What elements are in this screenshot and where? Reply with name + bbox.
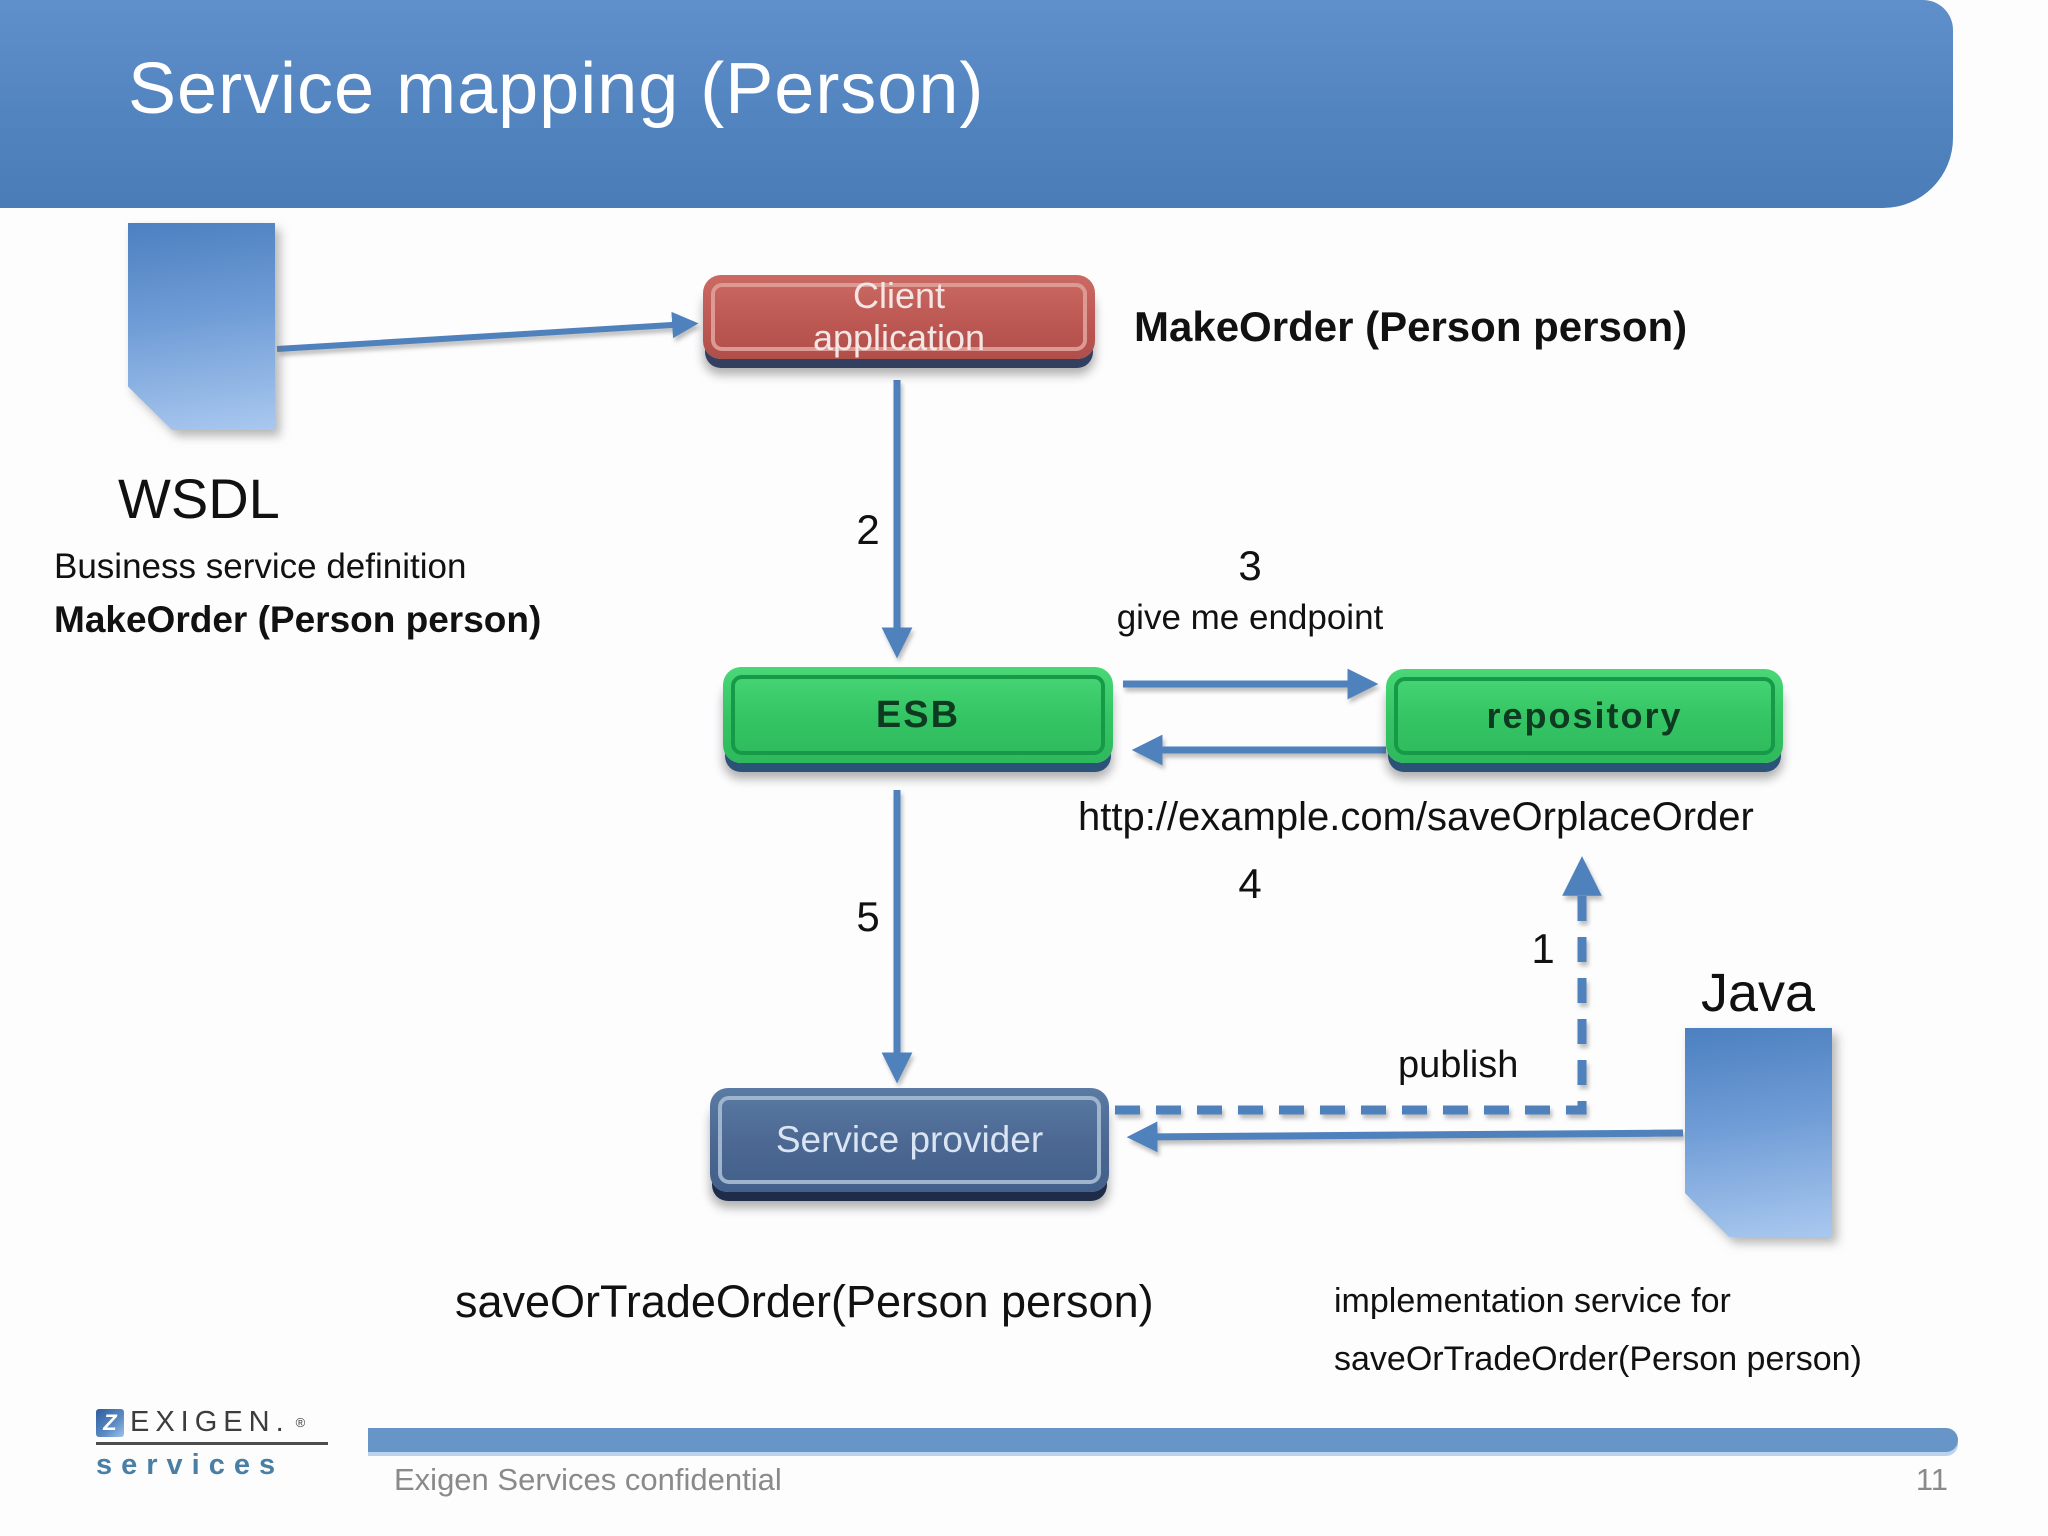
publish-label: publish: [1398, 1044, 1519, 1086]
header-banner: [0, 0, 1953, 208]
client-application-box: Client application: [703, 275, 1095, 359]
document-icon: [128, 223, 275, 430]
document-icon: [1685, 1028, 1832, 1237]
logo-divider-rule: [96, 1442, 328, 1445]
service-provider-label: Service provider: [775, 1119, 1044, 1160]
step-3-label: 3: [1238, 542, 1262, 589]
client-application-label: Client application: [812, 275, 986, 358]
client-operation-annotation: MakeOrder (Person person): [1134, 303, 1688, 350]
repository-box: repository: [1386, 669, 1783, 763]
logo-top-row: Z EXIGEN. ®: [96, 1406, 336, 1439]
exigen-logo-icon: Z: [96, 1408, 124, 1437]
wsdl-description: Business service definition: [54, 547, 467, 586]
step-2-label: 2: [856, 506, 880, 553]
save-or-trade-label: saveOrTradeOrder(Person person): [455, 1276, 1154, 1327]
logo-company-name: EXIGEN.: [130, 1406, 290, 1438]
exigen-services-logo: Z EXIGEN. ® services: [96, 1406, 336, 1482]
arrow-wsdl-to-client: [276, 311, 699, 352]
esb-box: ESB: [723, 667, 1113, 763]
wsdl-operation: MakeOrder (Person person): [54, 599, 542, 640]
registered-trademark-mark: ®: [295, 1415, 306, 1430]
give-me-endpoint-label: give me endpoint: [1116, 598, 1384, 637]
step-1-label: 1: [1531, 925, 1555, 972]
step-5-label: 5: [856, 893, 880, 940]
confidential-note: Exigen Services confidential: [394, 1462, 782, 1497]
java-label: Java: [1700, 963, 1816, 1023]
footer-bar: [368, 1428, 1958, 1452]
endpoint-url-label: http://example.com/saveOrplaceOrder: [1078, 795, 1754, 839]
esb-label: ESB: [875, 693, 961, 736]
java-document-icon: [1685, 1028, 1832, 1237]
step-4-label: 4: [1238, 860, 1262, 907]
implementation-note-line1: implementation service for: [1334, 1282, 1731, 1320]
repository-label: repository: [1486, 695, 1683, 736]
arrow-java-to-provider: [1126, 1121, 1684, 1153]
wsdl-document-icon: [128, 223, 275, 430]
implementation-note-line2: saveOrTradeOrder(Person person): [1334, 1340, 1862, 1378]
page-number: 11: [1915, 1462, 1948, 1497]
wsdl-label: WSDL: [118, 467, 280, 530]
logo-services-word: services: [96, 1449, 285, 1481]
slide-title: Service mapping (Person): [128, 49, 985, 129]
service-provider-box: Service provider: [710, 1088, 1109, 1192]
